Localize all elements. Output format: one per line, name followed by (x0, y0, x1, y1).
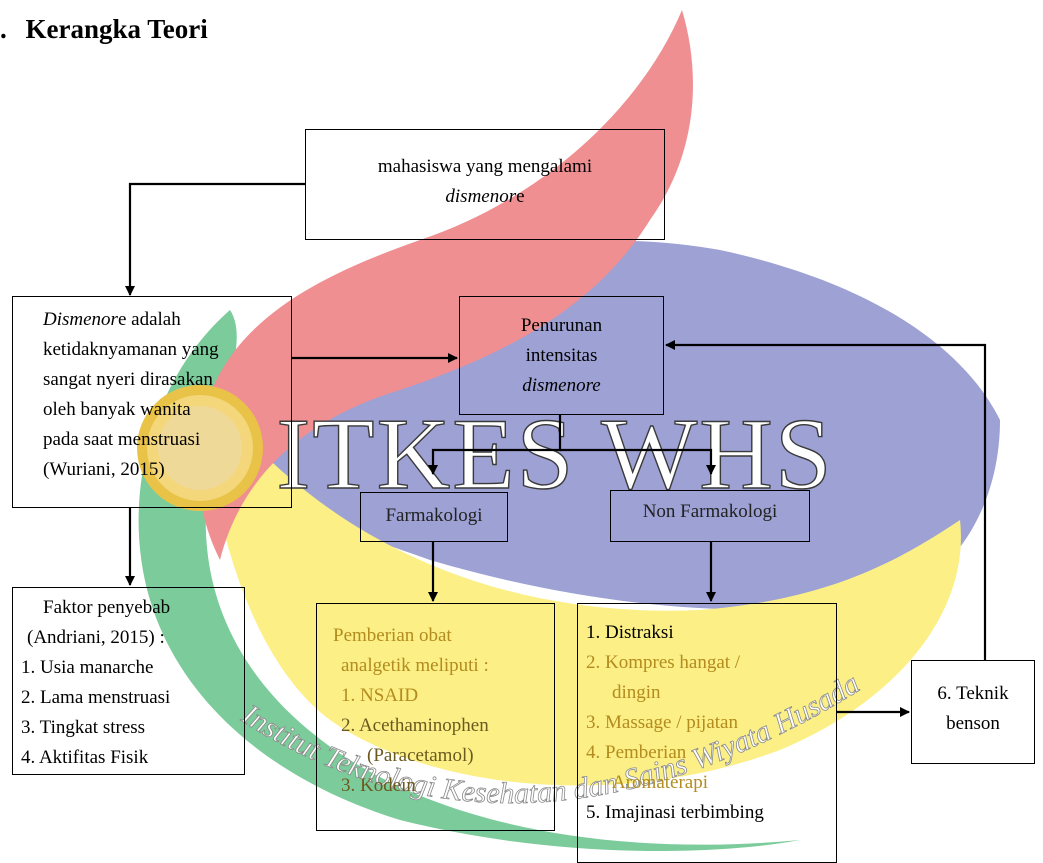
non-item-3: 3. Massage / pijatan (586, 712, 738, 733)
definisi-line3: sangat nyeri dirasakan (43, 369, 213, 390)
definisi-line4: oleh banyak wanita (43, 399, 191, 420)
definisi-line6: (Wuriani, 2015) (43, 459, 165, 480)
obat-item-2: 2. Acethaminophen (341, 715, 489, 736)
mahasiswa-rest: e (516, 186, 525, 207)
node-definisi: Dismenore adalah ketidaknyamanan yang sa… (12, 296, 292, 508)
node-obat: Pemberian obat analgetik meliputi : 1. N… (316, 603, 555, 831)
obat-item-1: 1. NSAID (341, 685, 419, 706)
farmakologi-label: Farmakologi (385, 505, 483, 526)
benson-line1: 6. Teknik (937, 683, 1009, 704)
mahasiswa-italic: dismenor (445, 186, 517, 207)
watermark-red-flame (197, 10, 693, 560)
definisi-line2: ketidaknyamanan yang (43, 339, 219, 360)
node-non-items: 1. Distraksi 2. Kompres hangat / dingin … (577, 603, 837, 863)
penurunan-line3: dismenore (522, 375, 601, 396)
non-item-1: 1. Distraksi (586, 622, 674, 643)
node-mahasiswa: mahasiswa yang mengalami dismenore (305, 129, 665, 240)
faktor-source: (Andriani, 2015) : (27, 627, 165, 648)
node-benson: 6. Teknik benson (911, 660, 1035, 764)
node-non-farmakologi: Non Farmakologi (610, 490, 810, 542)
obat-item-2b: (Paracetamol) (367, 745, 474, 766)
definisi-line1: Dismenore adalah (43, 305, 291, 335)
faktor-title: Faktor penyebab (43, 597, 171, 618)
definisi-line5: pada saat menstruasi (43, 429, 201, 450)
mahasiswa-line2: dismenore (306, 182, 664, 212)
watermark-yellow-swoosh (200, 380, 961, 786)
penurunan-line1: Penurunan (520, 315, 603, 336)
node-faktor: Faktor penyebab (Andriani, 2015) : 1. Us… (12, 587, 245, 775)
obat-item-3: 3. Kodein (341, 775, 416, 796)
watermark-globe-inner (158, 406, 242, 490)
penurunan-line2: intensitas (525, 345, 598, 366)
non-item-5: 5. Imajinasi terbimbing (586, 802, 764, 823)
node-farmakologi: Farmakologi (360, 492, 508, 542)
faktor-item-2: 2. Lama menstruasi (21, 687, 171, 708)
definisi-rest: e adalah (117, 309, 181, 330)
definisi-italic: Dismenor (43, 309, 118, 330)
non-farmakologi-label: Non Farmakologi (642, 501, 778, 522)
watermark-green-swoosh (138, 310, 801, 852)
faktor-item-1: 1. Usia manarche (21, 657, 154, 678)
faktor-item-3: 3. Tingkat stress (21, 717, 146, 738)
faktor-item-4: 4. Aktifitas Fisik (21, 747, 149, 768)
non-item-2b: dingin (612, 682, 661, 703)
benson-line2: benson (946, 713, 1000, 734)
obat-intro2: analgetik meliputi : (341, 655, 489, 676)
obat-intro1: Pemberian obat (333, 625, 452, 646)
node-penurunan: Penurunan intensitas dismenore (459, 296, 664, 415)
non-item-4: 4. Pemberian (586, 742, 687, 763)
section-heading: . Kerangka Teori (0, 14, 208, 45)
non-item-4b: Aromaterapi (612, 772, 709, 793)
non-item-2: 2. Kompres hangat / (586, 652, 741, 673)
heading-text: Kerangka Teori (25, 14, 208, 44)
mahasiswa-line1: mahasiswa yang mengalami (377, 156, 593, 177)
heading-prefix: . (0, 14, 7, 44)
